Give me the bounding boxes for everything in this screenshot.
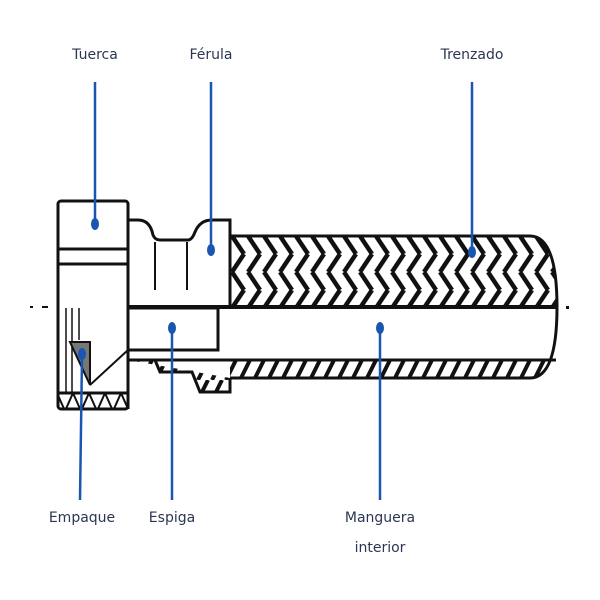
ferrule	[128, 218, 232, 306]
label-empaque: Empaque	[48, 510, 116, 526]
dot-espiga	[168, 322, 176, 334]
label-ferula: Férula	[189, 47, 233, 63]
dot-tuerca	[91, 218, 99, 230]
nut	[56, 199, 130, 411]
dot-ferula	[207, 244, 215, 256]
label-trenzado: Trenzado	[440, 47, 504, 63]
dot-manguera	[376, 322, 384, 334]
label-manguera-line2: interior	[354, 540, 406, 556]
label-manguera-line1: Manguera	[344, 510, 416, 526]
centerline	[30, 306, 569, 309]
label-espiga: Espiga	[148, 510, 196, 526]
leader-empaque	[78, 355, 84, 501]
label-tuerca: Tuerca	[72, 47, 118, 63]
dot-empaque	[78, 348, 86, 360]
dot-trenzado	[468, 246, 476, 258]
hose-outline	[230, 234, 559, 380]
hose	[230, 236, 557, 378]
